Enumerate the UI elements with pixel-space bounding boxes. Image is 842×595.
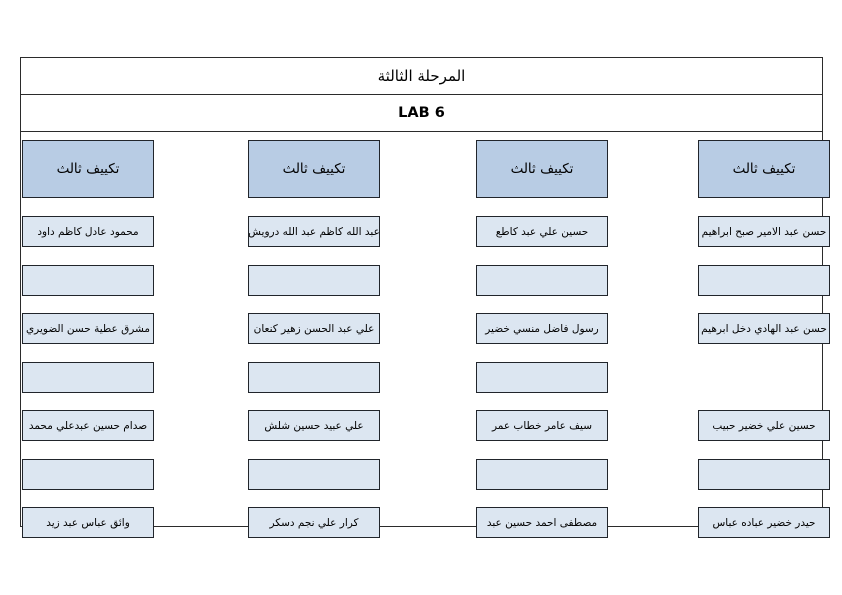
student-name-cell[interactable]: رسول فاضل منسي خضير — [476, 313, 608, 344]
lab-subtitle: LAB 6 — [398, 104, 445, 121]
empty-name-cell[interactable] — [22, 361, 154, 393]
student-name-cell[interactable]: كرار علي نجم دسكر — [248, 507, 380, 538]
student-name-cell[interactable]: مصطفى احمد حسين عبد — [476, 507, 608, 538]
absent-cell — [698, 362, 830, 393]
student-name-cell[interactable]: حيدر خضير عباده عباس — [698, 507, 830, 538]
student-name-cell[interactable]: حسين علي عبد كاطع — [476, 216, 608, 247]
student-name-cell[interactable]: حسين علي خضير حبيب — [698, 410, 830, 441]
lab-subtitle-row: LAB 6 — [21, 95, 822, 132]
empty-name-cell[interactable] — [248, 361, 380, 393]
student-name-cell[interactable]: وائق عباس عبد زيد — [22, 507, 154, 538]
student-name-cell[interactable]: علي عبيد حسين شلش — [248, 410, 380, 441]
empty-name-cell[interactable] — [22, 458, 154, 490]
empty-name-cell[interactable] — [476, 361, 608, 393]
page-title: المرحلة الثالثة — [377, 66, 466, 85]
student-name-cell[interactable]: مشرق عطية حسن الضويري — [22, 313, 154, 344]
column-header-2: تكييف ثالث — [248, 140, 380, 198]
column-header-0: تكييف ثالث — [698, 140, 830, 198]
empty-name-cell[interactable] — [476, 458, 608, 490]
student-name-cell[interactable]: حسن عبد الهادي دخل ابرهيم — [698, 313, 830, 344]
column-header-3: تكييف ثالث — [22, 140, 154, 198]
student-grid: تكييف ثالث حسن عبد الامير صبح ابراهيم حسن … — [21, 132, 830, 538]
worksheet-frame: المرحلة الثالثة LAB 6 تكييف ثالث حسن عبد … — [20, 57, 830, 538]
page-title-row: المرحلة الثالثة — [21, 58, 822, 95]
empty-name-cell[interactable] — [248, 264, 380, 296]
empty-name-cell[interactable] — [698, 458, 830, 490]
empty-name-cell[interactable] — [22, 264, 154, 296]
empty-name-cell[interactable] — [248, 458, 380, 490]
student-name-cell[interactable]: محمود عادل كاظم داود — [22, 216, 154, 247]
empty-name-cell[interactable] — [476, 264, 608, 296]
column-header-1: تكييف ثالث — [476, 140, 608, 198]
student-name-cell[interactable]: حسن عبد الامير صبح ابراهيم — [698, 216, 830, 247]
student-name-cell[interactable]: علي عبد الحسن زهير كنعان — [248, 313, 380, 344]
student-name-cell[interactable]: سيف عامر خطاب عمر — [476, 410, 608, 441]
empty-name-cell[interactable] — [698, 264, 830, 296]
student-name-cell[interactable]: صدام حسين عبدعلي محمد — [22, 410, 154, 441]
student-name-cell[interactable]: عبد الله كاظم عبد الله درويش — [248, 216, 380, 247]
